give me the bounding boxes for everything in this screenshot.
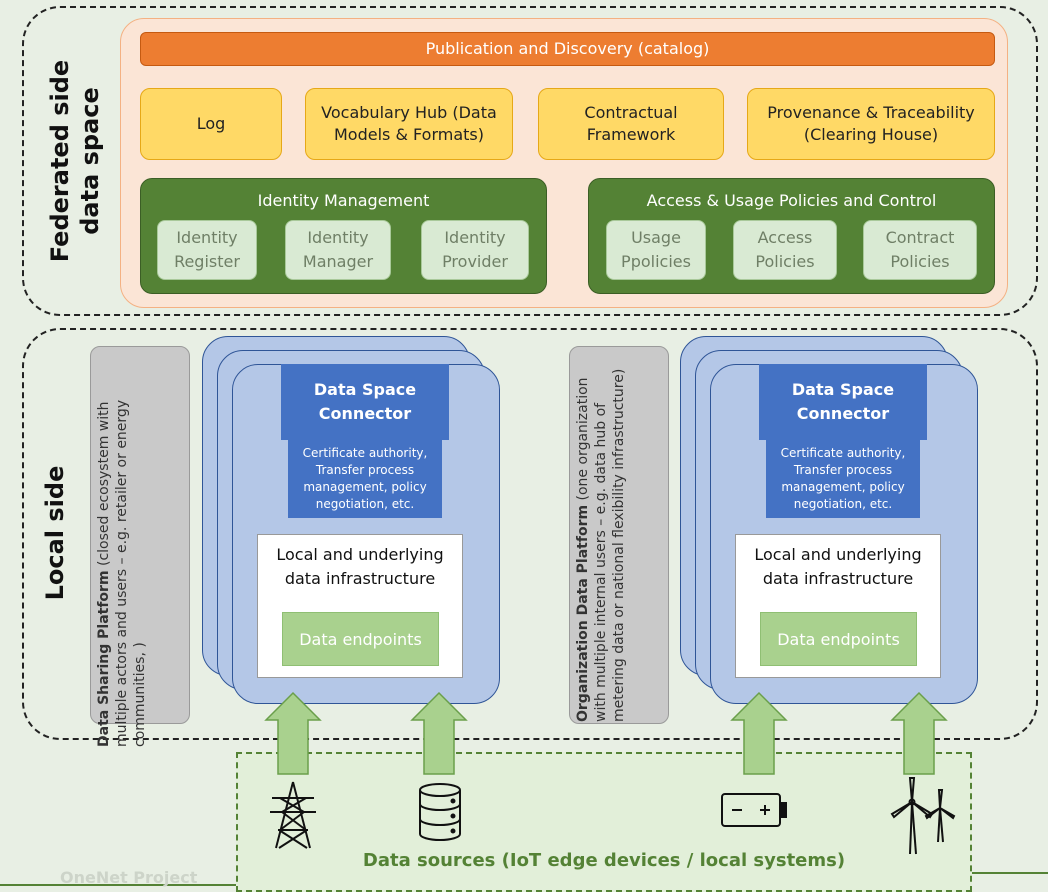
usage-policies-line1: Usage [631,228,681,247]
arrow-up-icon-1 [264,691,322,775]
organization-data-platform[interactable] [569,346,669,724]
contract-policies-line1: Contract [885,228,955,247]
right-sub-line1: Certificate authority, [780,446,906,460]
left-connector-title-line1: Data Space [313,380,417,399]
bottom-right-line [972,872,1048,874]
right-connector-title-line2: Connector [796,404,890,423]
contractual-framework-line1: Contractual [584,103,678,122]
contractual-framework-line2: Framework [586,125,676,144]
left-infra-line1: Local and underlying [276,545,444,564]
left-connector-title-line2: Connector [318,404,412,423]
data-sources-region [236,752,972,892]
right-sub-line4: negotiation, etc. [793,497,893,511]
right-sub-line2: Transfer process [793,463,893,477]
provenance-line2: (Clearing House) [803,125,939,144]
usage-policies-line2: Ppolicies [621,252,691,271]
provenance-box[interactable]: Provenance & Traceability (Clearing Hous… [747,88,995,160]
identity-provider-line1: Identity [444,228,506,247]
right-data-endpoints[interactable]: Data endpoints [760,612,917,666]
arrow-up-icon-3 [730,691,788,775]
access-usage-title: Access & Usage Policies and Control [646,191,937,210]
access-policies-line1: Access [757,228,813,247]
left-sub-line2: Transfer process [315,463,415,477]
left-data-endpoints[interactable]: Data endpoints [282,612,439,666]
arrow-up-icon-4 [890,691,948,775]
identity-register-line1: Identity [176,228,238,247]
right-connector-subtitle: Certificate authority, Transfer process ma… [766,440,920,518]
federated-region [22,6,1038,316]
vocabulary-hub-line1: Vocabulary Hub (Data [321,103,497,122]
provenance-line1: Provenance & Traceability [767,103,975,122]
log-box[interactable]: Log [140,88,282,160]
identity-management-title: Identity Management [257,191,430,210]
left-sub-line1: Certificate authority, [302,446,428,460]
watermark: OneNet Project [60,868,198,887]
left-sub-line4: negotiation, etc. [315,497,415,511]
right-infra-line1: Local and underlying [754,545,922,564]
database-icon [419,783,461,841]
bottom-left-line [0,884,236,886]
log-label: Log [196,114,226,133]
right-infra-line2: data infrastructure [762,569,914,588]
catalog-bar[interactable]: Publication and Discovery (catalog) [140,32,995,66]
local-region [22,328,1038,740]
arrow-up-icon-2 [410,691,468,775]
identity-register-line2: Register [174,252,240,271]
identity-manager-line1: Identity [307,228,369,247]
data-sharing-platform[interactable] [90,346,190,724]
power-tower-icon [270,781,316,849]
left-infra-line2: data infrastructure [284,569,436,588]
vocabulary-hub-box[interactable]: Vocabulary Hub (Data Models & Formats) [305,88,513,160]
left-sub-line3: management, policy [303,480,427,494]
wind-turbine-icon [890,777,956,855]
battery-icon [721,793,787,827]
vocabulary-hub-line2: Models & Formats) [334,125,484,144]
access-policies-line2: Policies [755,252,815,271]
left-connector-subtitle: Certificate authority, Transfer process ma… [288,440,442,518]
data-sources-label: Data sources (IoT edge devices / local s… [362,850,846,871]
right-connector-title-line1: Data Space [791,380,895,399]
identity-provider-line2: Provider [442,252,508,271]
contractual-framework-box[interactable]: Contractual Framework [538,88,724,160]
identity-manager-line2: Manager [302,252,374,271]
contract-policies-line2: Policies [890,252,950,271]
right-sub-line3: management, policy [781,480,905,494]
